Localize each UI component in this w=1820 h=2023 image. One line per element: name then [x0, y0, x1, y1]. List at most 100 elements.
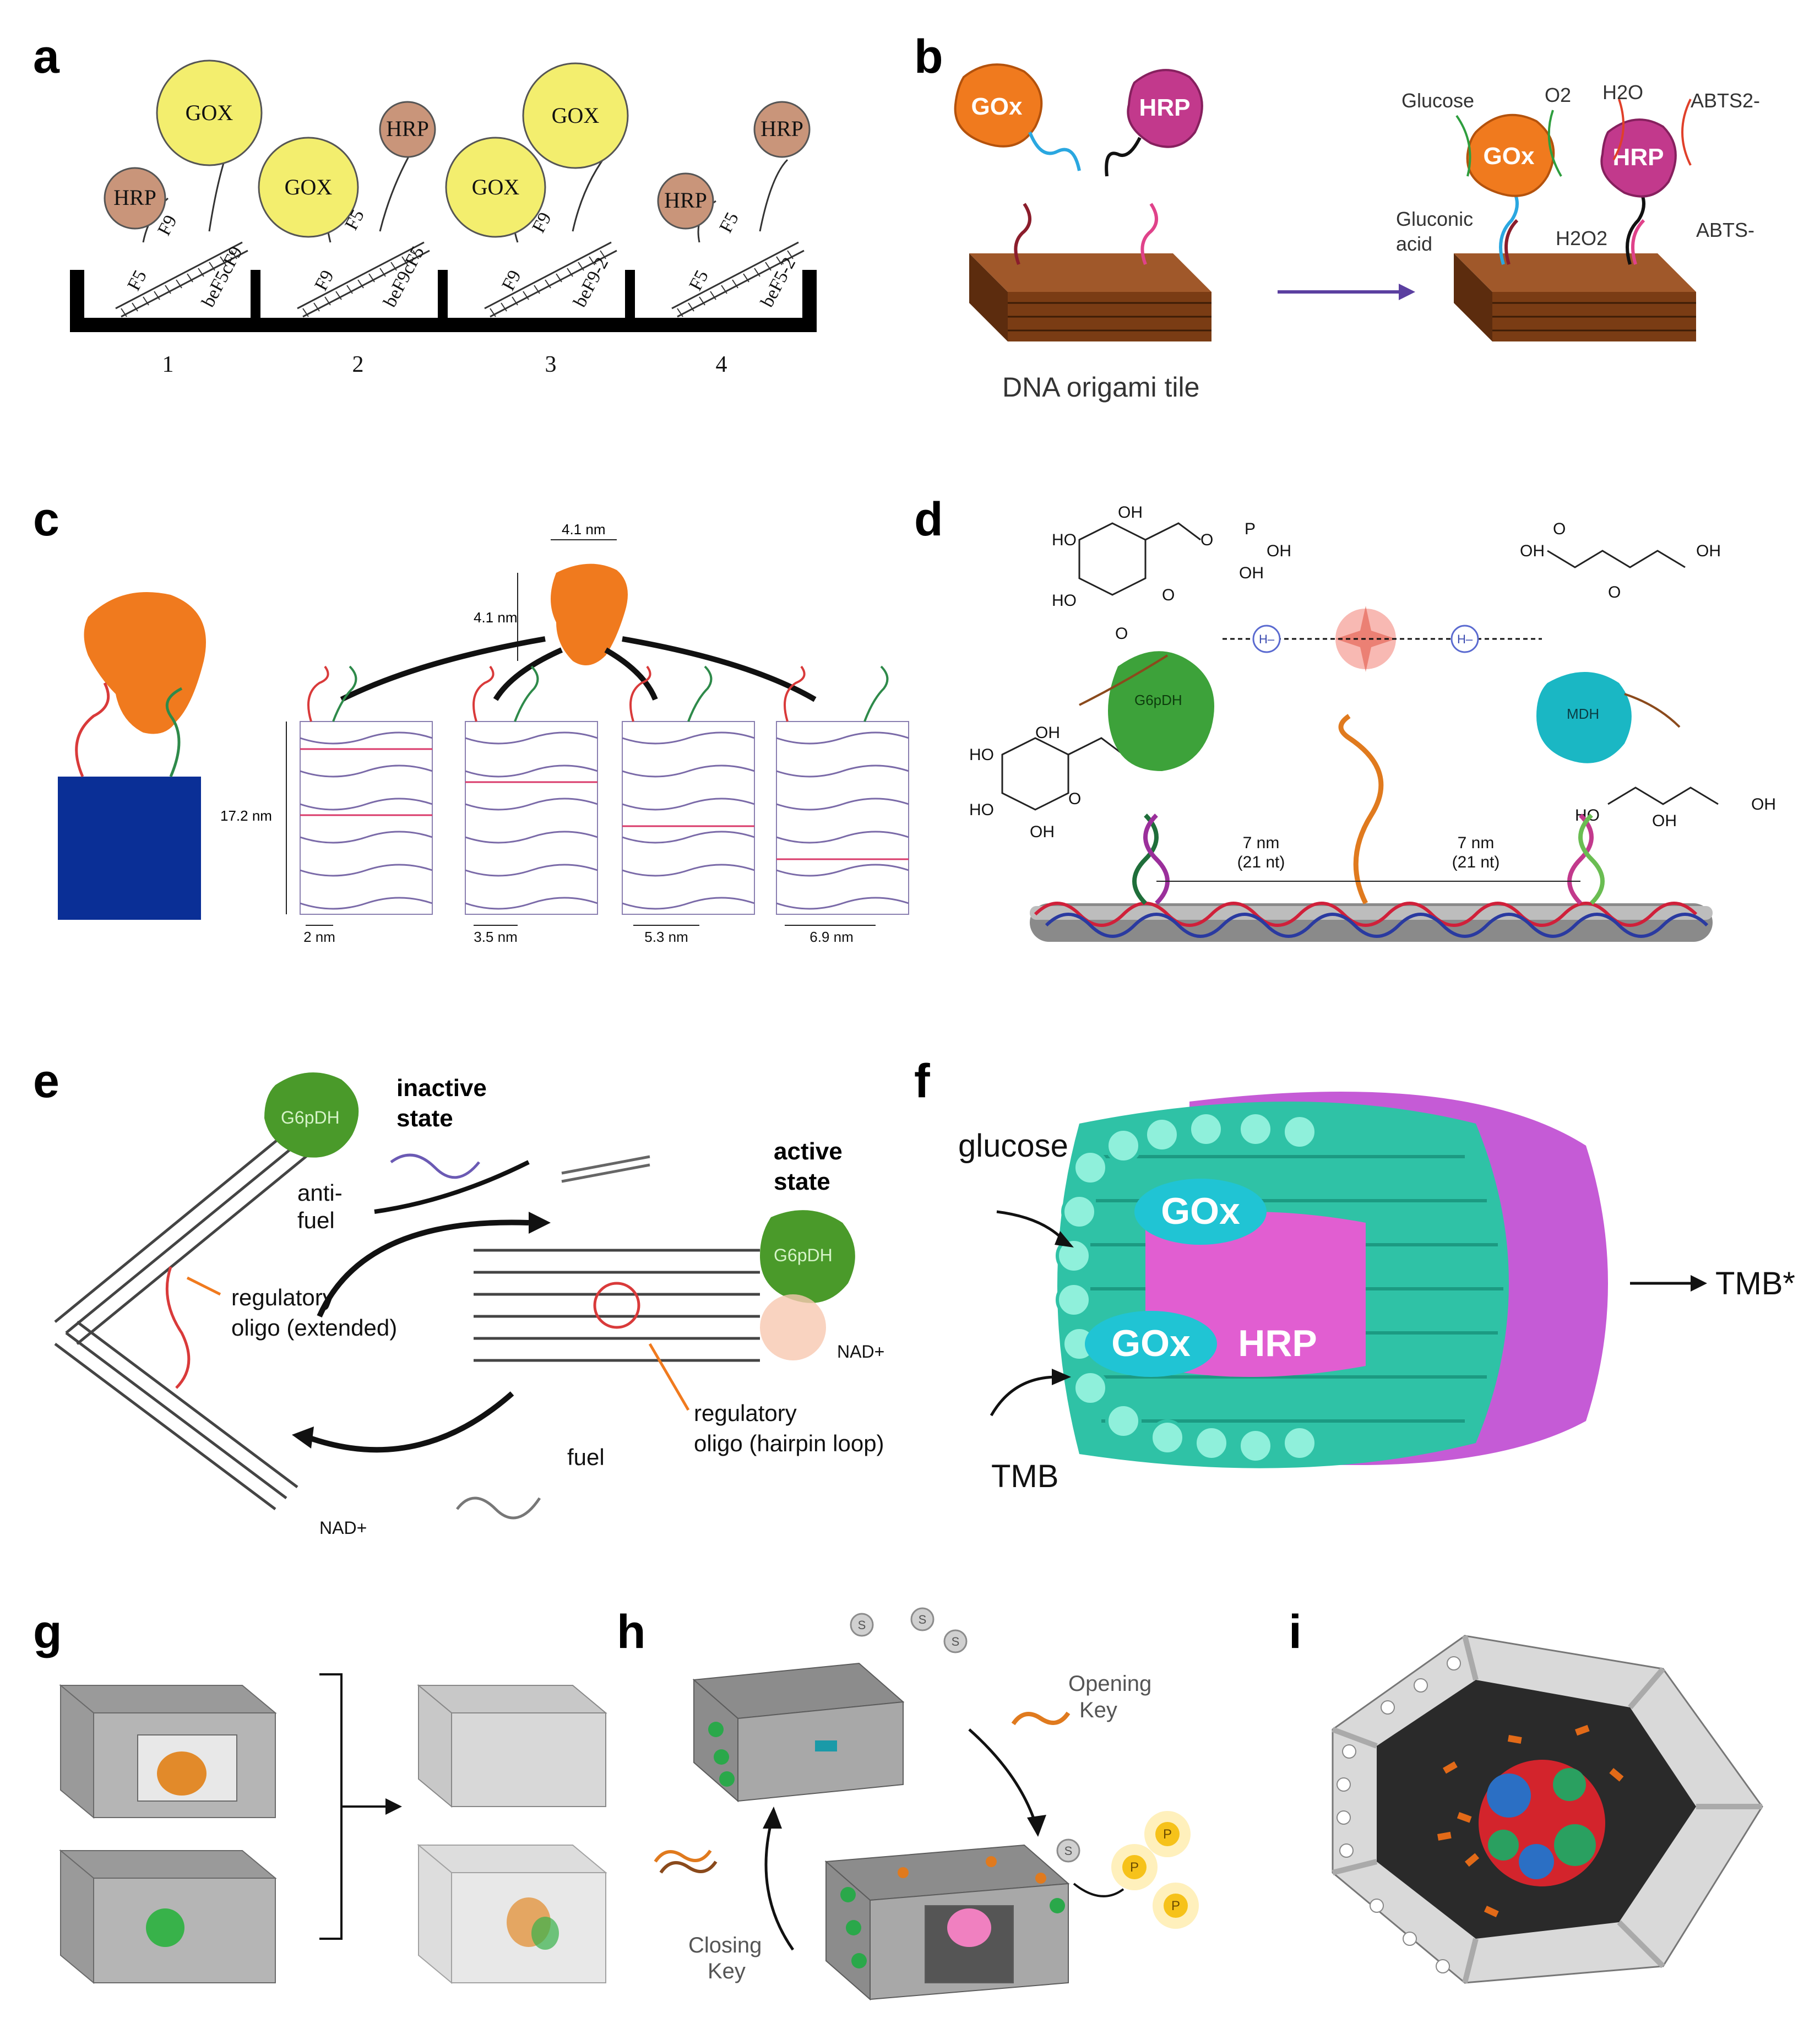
reactant-label: acid [1396, 232, 1432, 255]
enzyme-label: G6pDH [281, 1108, 340, 1127]
duplex-2 [297, 241, 430, 318]
reactant-label: ABTS- [1696, 219, 1754, 241]
chem-label: OH [1267, 542, 1291, 560]
hrp-blob-bound [1600, 118, 1677, 198]
dim-label: 4.1 nm [474, 609, 518, 626]
spacing-label: 2 nm [303, 929, 335, 945]
panel-c-diagram: 4.1 nm 4.1 nm [58, 521, 909, 945]
chem-label: O [1162, 586, 1175, 604]
position-label: 4 [716, 352, 727, 377]
chem-label: HO [1052, 592, 1077, 610]
enzyme-label: G6pDH [774, 1245, 833, 1265]
panel-f-diagram: GOx GOx HRP glucose TMB TMB* [958, 1092, 1795, 1494]
panel-b: b GOx HRP DNA origami tile [914, 33, 1795, 419]
enzyme-label: GOx [1161, 1190, 1240, 1232]
hrp-blob-free [1127, 69, 1203, 148]
orange-handles [1437, 1724, 1624, 1918]
regulatory-label: oligo (hairpin loop) [694, 1430, 884, 1456]
distance-label: (21 nt) [1237, 853, 1285, 871]
panel-h-diagram: S S S Opening Key S P P [654, 1607, 1199, 2001]
chem-label: O [1115, 625, 1128, 643]
enzyme-label: G6pDH [1134, 692, 1182, 708]
green-cargo [146, 1908, 184, 1947]
orange-cargo [157, 1751, 207, 1796]
panel-label-b: b [914, 30, 943, 83]
chem-label: HO [969, 801, 994, 819]
mdh-enzyme [1536, 672, 1632, 763]
reactant-label: O2 [1545, 84, 1571, 106]
chem-label: P [1245, 520, 1256, 538]
hrp-sphere-2 [379, 101, 436, 158]
substrate-circles [850, 1607, 968, 1653]
enzyme-label: GOx [971, 93, 1023, 120]
origami-tile-right [1454, 253, 1696, 341]
enzyme-label: GOX [472, 175, 520, 199]
dim-label: 4.1 nm [562, 521, 606, 538]
product-label: P [1171, 1899, 1180, 1913]
gox-sphere-2 [258, 137, 359, 238]
chem-label: O [1608, 583, 1621, 601]
enzyme-label: HRP [664, 188, 707, 213]
enzyme-label: GOx [1111, 1322, 1191, 1364]
enzyme-label: GOX [285, 175, 333, 199]
strand-label: beF9-2 [569, 254, 612, 310]
panel-label-g: g [33, 1606, 62, 1658]
chem-label: OH [1520, 542, 1545, 560]
chem-label: O [1553, 520, 1566, 538]
distance-label: (21 nt) [1452, 853, 1500, 871]
chem-label: OH [1035, 724, 1060, 742]
panel-e-diagram: G6pDH inactive state G6pDH active state … [54, 1072, 884, 1538]
spacing-label: 5.3 nm [644, 929, 688, 945]
position-label: 1 [162, 352, 174, 377]
key-label: Key [1079, 1698, 1117, 1722]
enzyme-label: HRP [386, 116, 429, 141]
state-label: inactive [396, 1075, 487, 1102]
nad-label: NAD+ [837, 1342, 884, 1362]
distance-label: 7 nm [1243, 834, 1280, 852]
strand-label: beF5-2 [757, 254, 800, 310]
chem-label: OH [1652, 812, 1677, 830]
reactant-label: ABTS2- [1691, 89, 1760, 112]
dna-tiles [300, 721, 909, 915]
spacing-label: 3.5 nm [474, 929, 518, 945]
regulatory-label: regulatory [694, 1400, 797, 1426]
panel-label-d: d [914, 493, 943, 546]
antifuel-label: fuel [297, 1207, 335, 1233]
product-label: TMB* [1715, 1266, 1795, 1301]
substrate-label: glucose [958, 1128, 1068, 1164]
panel-h: h S S S Opening Key [617, 1564, 1278, 2005]
enzyme-label: HRP [760, 116, 803, 141]
distance-label: 7 nm [1458, 834, 1495, 852]
dim-label: 17.2 nm [220, 807, 272, 824]
chem-label: OH [1751, 795, 1776, 813]
panel-e: e G6pDH inactive state G6pDH active stat… [33, 1035, 914, 1538]
fuel-label: fuel [567, 1444, 605, 1470]
substrate-label: S [919, 1613, 927, 1626]
chem-label: O [1200, 531, 1213, 549]
product-label: P [1163, 1827, 1172, 1842]
panel-i: i [1278, 1586, 1795, 2005]
substrate-label: S [858, 1618, 866, 1632]
enzyme-label: MDH [1567, 706, 1599, 722]
state-label: state [396, 1105, 453, 1132]
reactant-label: H2O [1602, 81, 1643, 104]
reactant-label: Glucose [1401, 89, 1474, 112]
key-label: Key [708, 1959, 746, 1983]
hrp-sphere-4 [753, 101, 811, 158]
panel-a-diagram: GOX HRP GOX HRP GOX GOX HRP HRP F9 F5 be… [70, 59, 817, 377]
substrate-label: S [1064, 1844, 1073, 1858]
regulatory-label: regulatory [231, 1284, 334, 1310]
divider-3 [625, 270, 635, 325]
origami-block [58, 777, 201, 920]
panel-label-h: h [617, 1606, 646, 1658]
key-label: Opening [1068, 1672, 1151, 1696]
panel-g: g [33, 1586, 617, 2005]
duplex-4 [671, 241, 805, 318]
position-label: 3 [545, 352, 557, 377]
hrp-sphere-1 [104, 167, 166, 230]
regulatory-label: oligo (extended) [231, 1315, 397, 1341]
origami-tile-left [969, 253, 1211, 341]
gox-ellipse-2 [1085, 1311, 1217, 1377]
tube-bundle-top [59, 1684, 277, 1819]
nad-label: NAD+ [319, 1518, 367, 1538]
